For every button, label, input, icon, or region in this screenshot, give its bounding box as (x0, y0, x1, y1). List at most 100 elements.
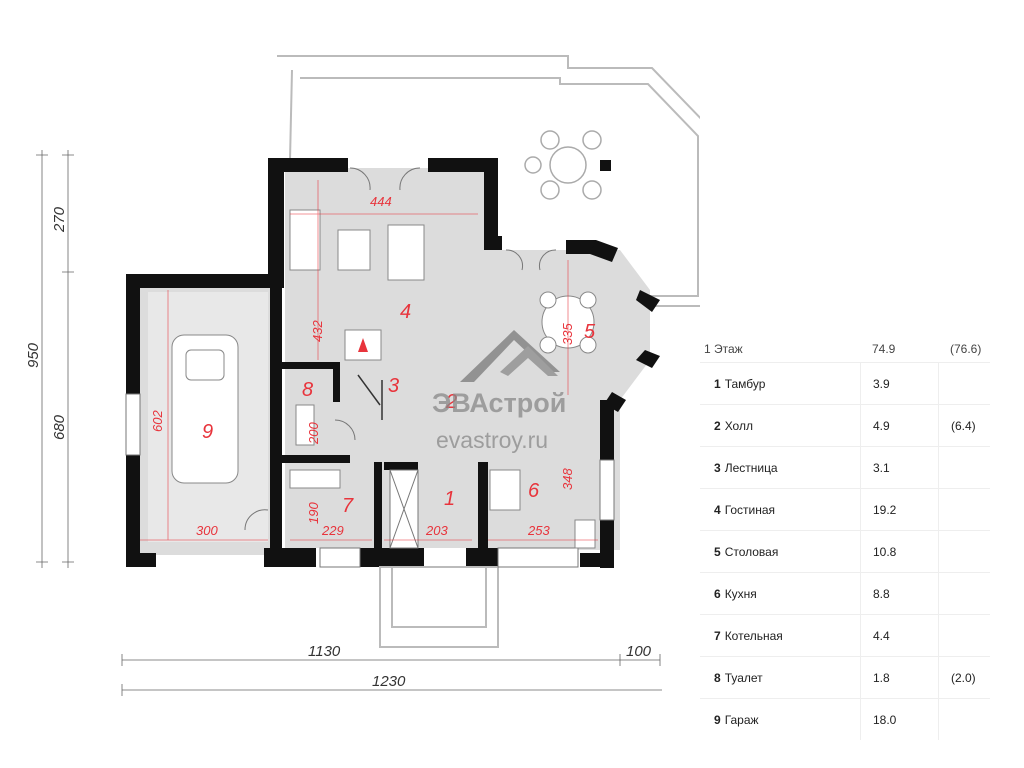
legend-room-area-alt (938, 447, 990, 488)
dim-kitchen-width: 253 (527, 523, 550, 538)
legend-total-area-alt: (76.6) (950, 342, 982, 356)
room-4-label: 4 (400, 301, 411, 323)
legend-total-area: 74.9 (872, 342, 896, 356)
legend-room-name: Кухня (724, 586, 757, 601)
doors-windows (125, 167, 615, 648)
legend-floor-label: 1 Этаж (704, 342, 743, 356)
legend-room-name: Столовая (724, 544, 779, 559)
furniture (171, 209, 597, 549)
watermark-brand: ЭВАстрой (432, 388, 566, 418)
room-5-label: 5 (584, 321, 596, 343)
legend-room-num: 6 (714, 586, 721, 601)
dim-living-height: 432 (310, 320, 325, 342)
room-1-label: 1 (444, 488, 455, 510)
legend-room-name: Тамбур (724, 376, 766, 391)
legend-room-num: 2 (714, 418, 721, 433)
dim-upper-270: 270 (51, 206, 68, 233)
legend-room-num: 9 (714, 712, 721, 727)
room-9-label: 9 (202, 421, 213, 443)
legend-room-area-alt (938, 489, 990, 530)
legend-header: 1 Этаж 74.9 (76.6) (700, 336, 990, 362)
legend-room-num: 4 (714, 502, 721, 517)
fireplace-icon (358, 338, 368, 352)
legend-room-area-alt: (6.4) (938, 405, 990, 446)
legend-room-area: 4.9 (860, 405, 938, 446)
dim-wc-height: 200 (306, 422, 321, 445)
legend-room-area-alt (938, 573, 990, 614)
legend-room-num: 5 (714, 544, 721, 559)
legend-room-area: 10.8 (860, 531, 938, 572)
legend-room-name: Котельная (724, 628, 783, 643)
room-2-label: 2 (445, 391, 457, 413)
dimension-lines (140, 180, 598, 541)
dim-boiler-height: 190 (306, 502, 321, 524)
legend-room-num: 1 (714, 376, 721, 391)
dim-overall-950: 950 (25, 342, 42, 368)
legend-room-area-alt (938, 531, 990, 572)
legend-room-area: 1.8 (860, 657, 938, 698)
terrace-table (524, 130, 602, 200)
room-8-label: 8 (302, 379, 313, 401)
walls (126, 158, 660, 568)
legend-room-area: 19.2 (860, 489, 938, 530)
legend-room-num: 3 (714, 460, 721, 475)
dim-kitchen-height: 348 (560, 468, 575, 490)
legend-room-area: 3.1 (860, 447, 938, 488)
room-6-label: 6 (528, 480, 540, 502)
watermark-site: evastroy.ru (436, 427, 548, 453)
room-3-label: 3 (388, 375, 399, 397)
dim-living-width: 444 (370, 194, 392, 209)
legend-room-name: Туалет (724, 670, 763, 685)
legend-room-area: 8.8 (860, 573, 938, 614)
dim-garage-width: 300 (196, 523, 218, 538)
room-7-label: 7 (342, 495, 354, 517)
dim-width-1130: 1130 (308, 643, 341, 660)
legend-room-area-alt (938, 615, 990, 656)
legend-room-area-alt (938, 363, 990, 404)
legend-room-area: 3.9 (860, 363, 938, 404)
legend-room-area-alt (938, 699, 990, 740)
dim-width-1230: 1230 (372, 673, 406, 690)
legend-room-num: 7 (714, 628, 721, 643)
legend-room-area: 18.0 (860, 699, 938, 740)
legend-room-num: 8 (714, 670, 721, 685)
dim-lower-680: 680 (51, 414, 68, 440)
legend-room-name: Холл (724, 418, 753, 433)
legend-room-name: Гостиная (724, 502, 776, 517)
terrace (277, 55, 700, 307)
outer-dimension-lines (36, 150, 662, 696)
dim-width-100: 100 (626, 643, 652, 660)
legend-room-area: 4.4 (860, 615, 938, 656)
legend-room-area-alt: (2.0) (938, 657, 990, 698)
floor-plan: 1 2 3 4 5 6 7 8 9 444 432 335 602 300 20… (25, 55, 700, 696)
dim-vestibule-width: 203 (425, 523, 448, 538)
watermark: ЭВАстрой evastroy.ru (432, 330, 566, 453)
legend-room-name: Лестница (724, 460, 778, 475)
dim-dining: 335 (560, 323, 575, 345)
terrace-post (600, 160, 611, 171)
stair-arrow (357, 374, 383, 420)
dim-garage-height: 602 (150, 410, 165, 432)
legend-room-name: Гараж (724, 712, 759, 727)
dim-boiler-width: 229 (321, 523, 344, 538)
